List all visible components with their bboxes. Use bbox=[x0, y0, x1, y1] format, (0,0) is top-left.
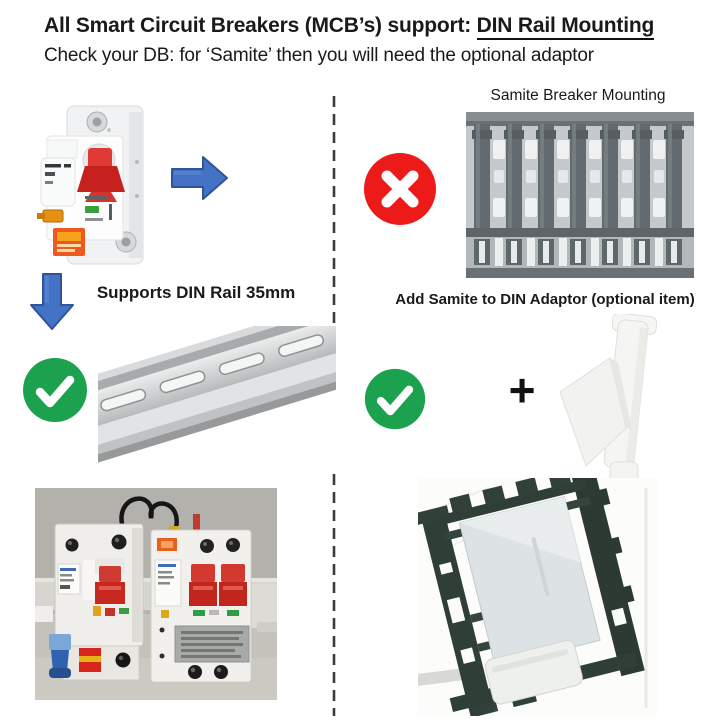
din-check-icon bbox=[23, 358, 87, 422]
samite-caption: Samite Breaker Mounting bbox=[490, 87, 666, 104]
smart-breaker-photo bbox=[33, 100, 173, 270]
din-adaptor-photo bbox=[552, 314, 667, 500]
samite-cross-icon bbox=[364, 153, 436, 225]
adaptor-check-icon bbox=[364, 368, 426, 430]
page-title: All Smart Circuit Breakers (MCB’s) suppo… bbox=[44, 14, 654, 40]
page-title-prefix: All Smart Circuit Breakers (MCB’s) suppo… bbox=[44, 14, 477, 37]
breakers-on-rail-photo bbox=[35, 488, 277, 700]
plus-sign: + bbox=[508, 364, 536, 416]
arrow-right-icon bbox=[171, 156, 228, 200]
page-title-underlined: DIN Rail Mounting bbox=[476, 14, 654, 40]
page-subtitle: Check your DB: for ‘Samite’ then you wil… bbox=[44, 45, 594, 66]
din-rail-caption: Supports DIN Rail 35mm bbox=[96, 283, 296, 302]
din-rail-photo bbox=[98, 326, 336, 472]
adaptor-caption: Add Samite to DIN Adaptor (optional item… bbox=[395, 291, 695, 308]
adaptor-mounted-photo bbox=[418, 478, 658, 716]
arrow-down-icon bbox=[30, 273, 74, 330]
samite-mounting-photo bbox=[466, 112, 694, 278]
